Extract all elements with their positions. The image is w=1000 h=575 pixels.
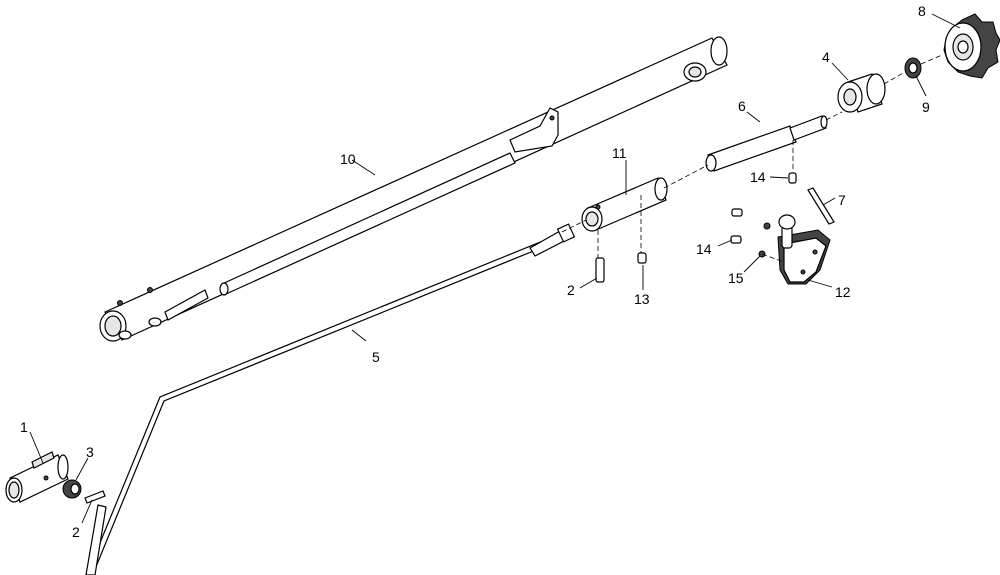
part-7-pin: [807, 187, 835, 225]
callout-labels: 1 3 2 2 4 5 6 7 8 9 10 11 12 13 14 14 15: [20, 3, 930, 540]
callout-15: 15: [728, 270, 744, 286]
part-2-pin-center: [595, 257, 605, 283]
assembly-dashed-lines: [561, 54, 943, 263]
callout-1: 1: [20, 419, 28, 435]
part-14-screw-left: [730, 208, 743, 244]
callout-11: 11: [612, 145, 627, 161]
callout-6: 6: [738, 98, 746, 114]
callout-13: 13: [634, 291, 650, 307]
callout-14-left: 14: [696, 241, 712, 257]
callout-4: 4: [822, 49, 830, 65]
callout-7: 7: [838, 192, 846, 208]
part-6-shaft: [705, 115, 828, 172]
callout-3: 3: [86, 444, 94, 460]
callout-14-upper: 14: [750, 169, 766, 185]
part-4-bushing: [837, 73, 886, 113]
part-1-clevis: [5, 451, 69, 503]
part-9-bearing: [904, 57, 922, 79]
callout-5: 5: [372, 349, 380, 365]
part-14-screw-upper: [788, 172, 797, 184]
callout-9: 9: [922, 99, 930, 115]
part-5-control-rod: [85, 223, 576, 575]
part-11-sleeve: [581, 177, 668, 232]
leader-lines: [29, 13, 961, 524]
callout-2-left: 2: [72, 524, 80, 540]
callout-8: 8: [918, 3, 926, 19]
callout-12: 12: [835, 284, 851, 300]
callout-2-center: 2: [567, 282, 575, 298]
part-10-main-tube: [99, 36, 728, 342]
part-2-pin-left: [84, 490, 106, 504]
part-15-ball: [758, 222, 771, 258]
part-12-handle: [777, 214, 831, 285]
part-13-screw: [637, 252, 647, 264]
part-8-star-knob: [943, 13, 1000, 79]
callout-10: 10: [340, 151, 356, 167]
part-3-nut: [62, 479, 82, 499]
